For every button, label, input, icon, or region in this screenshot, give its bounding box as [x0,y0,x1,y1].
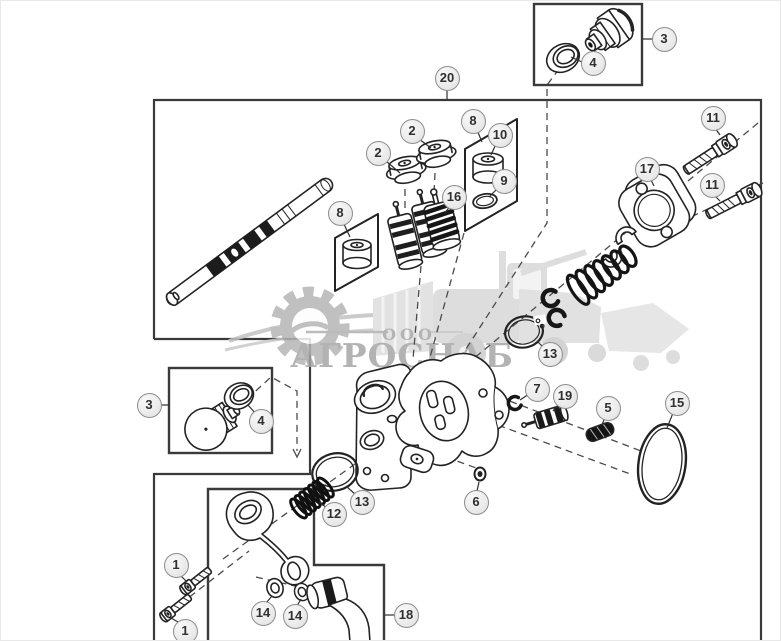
callout-6[interactable]: 6 [463,489,489,515]
camshaft-drawing [165,177,334,307]
callout-4-top[interactable]: 4 [580,50,606,76]
oring-15-drawing [636,423,688,505]
callout-19[interactable]: 19 [552,383,578,409]
callout-13-left[interactable]: 13 [349,489,375,515]
seal-6-drawing [473,466,487,482]
callout-1-top[interactable]: 1 [163,552,189,578]
parts-panel-8-small [334,213,379,292]
box-group-3-4-top [532,2,644,87]
callout-2-left[interactable]: 2 [365,140,391,166]
spring-12-drawing [289,476,335,520]
oring-13-drawing [311,452,359,492]
arrowhead [292,448,302,459]
box-group-20-notch [152,337,312,640]
watermark-company-prefix: ООО [382,325,436,344]
c-clip-drawing [546,307,567,329]
seal-ring-4-top-drawing [545,42,581,74]
callout-12[interactable]: 12 [321,501,347,527]
callout-11-bottom[interactable]: 11 [699,172,725,198]
box-group-20 [152,98,763,640]
callout-20[interactable]: 20 [434,65,460,91]
callout-13-right[interactable]: 13 [537,341,563,367]
plug-3-drawing [184,401,241,451]
handle-18-drawing [306,576,371,640]
callout-17[interactable]: 17 [634,156,660,182]
callout-18[interactable]: 18 [393,602,419,628]
flange-17-drawing [618,163,697,248]
callout-1-bottom[interactable]: 1 [172,618,198,640]
callout-9[interactable]: 9 [491,168,517,194]
c-clip-drawing [540,287,561,309]
callout-14-right[interactable]: 14 [282,603,308,629]
box-group-18 [206,487,386,640]
box-group-3-4-bottom [167,366,274,455]
callout-8-panel[interactable]: 8 [460,108,486,134]
clip-7-drawing [506,394,523,412]
spring-5-drawing [585,421,615,443]
callout-3-top[interactable]: 3 [651,26,677,52]
callout-8-small[interactable]: 8 [327,200,353,226]
seal-ring-4-bottom-drawing [223,382,255,410]
cap-3-drawing [584,7,635,52]
spool-19-drawing [521,404,569,430]
boot-spring-drawing [565,244,638,306]
callout-5[interactable]: 5 [595,395,621,421]
snap-ring-13-drawing [504,314,547,349]
valve-housing-drawing [353,352,510,491]
oring-9-drawing [472,192,498,210]
group-boxes [152,2,763,640]
watermark-gear-icon [270,286,350,366]
callout-11-top[interactable]: 11 [700,105,726,131]
callout-15[interactable]: 15 [664,390,690,416]
callout-14-left[interactable]: 14 [250,600,276,626]
callout-10[interactable]: 10 [487,122,513,148]
callout-16[interactable]: 16 [441,184,467,210]
callout-4-bottom[interactable]: 4 [248,408,274,434]
callout-3-bottom[interactable]: 3 [136,392,162,418]
elbow-fitting-drawing [225,491,310,586]
callout-2-right[interactable]: 2 [399,118,425,144]
spring-cartridge-drawing [423,188,462,251]
callout-7[interactable]: 7 [524,376,550,402]
